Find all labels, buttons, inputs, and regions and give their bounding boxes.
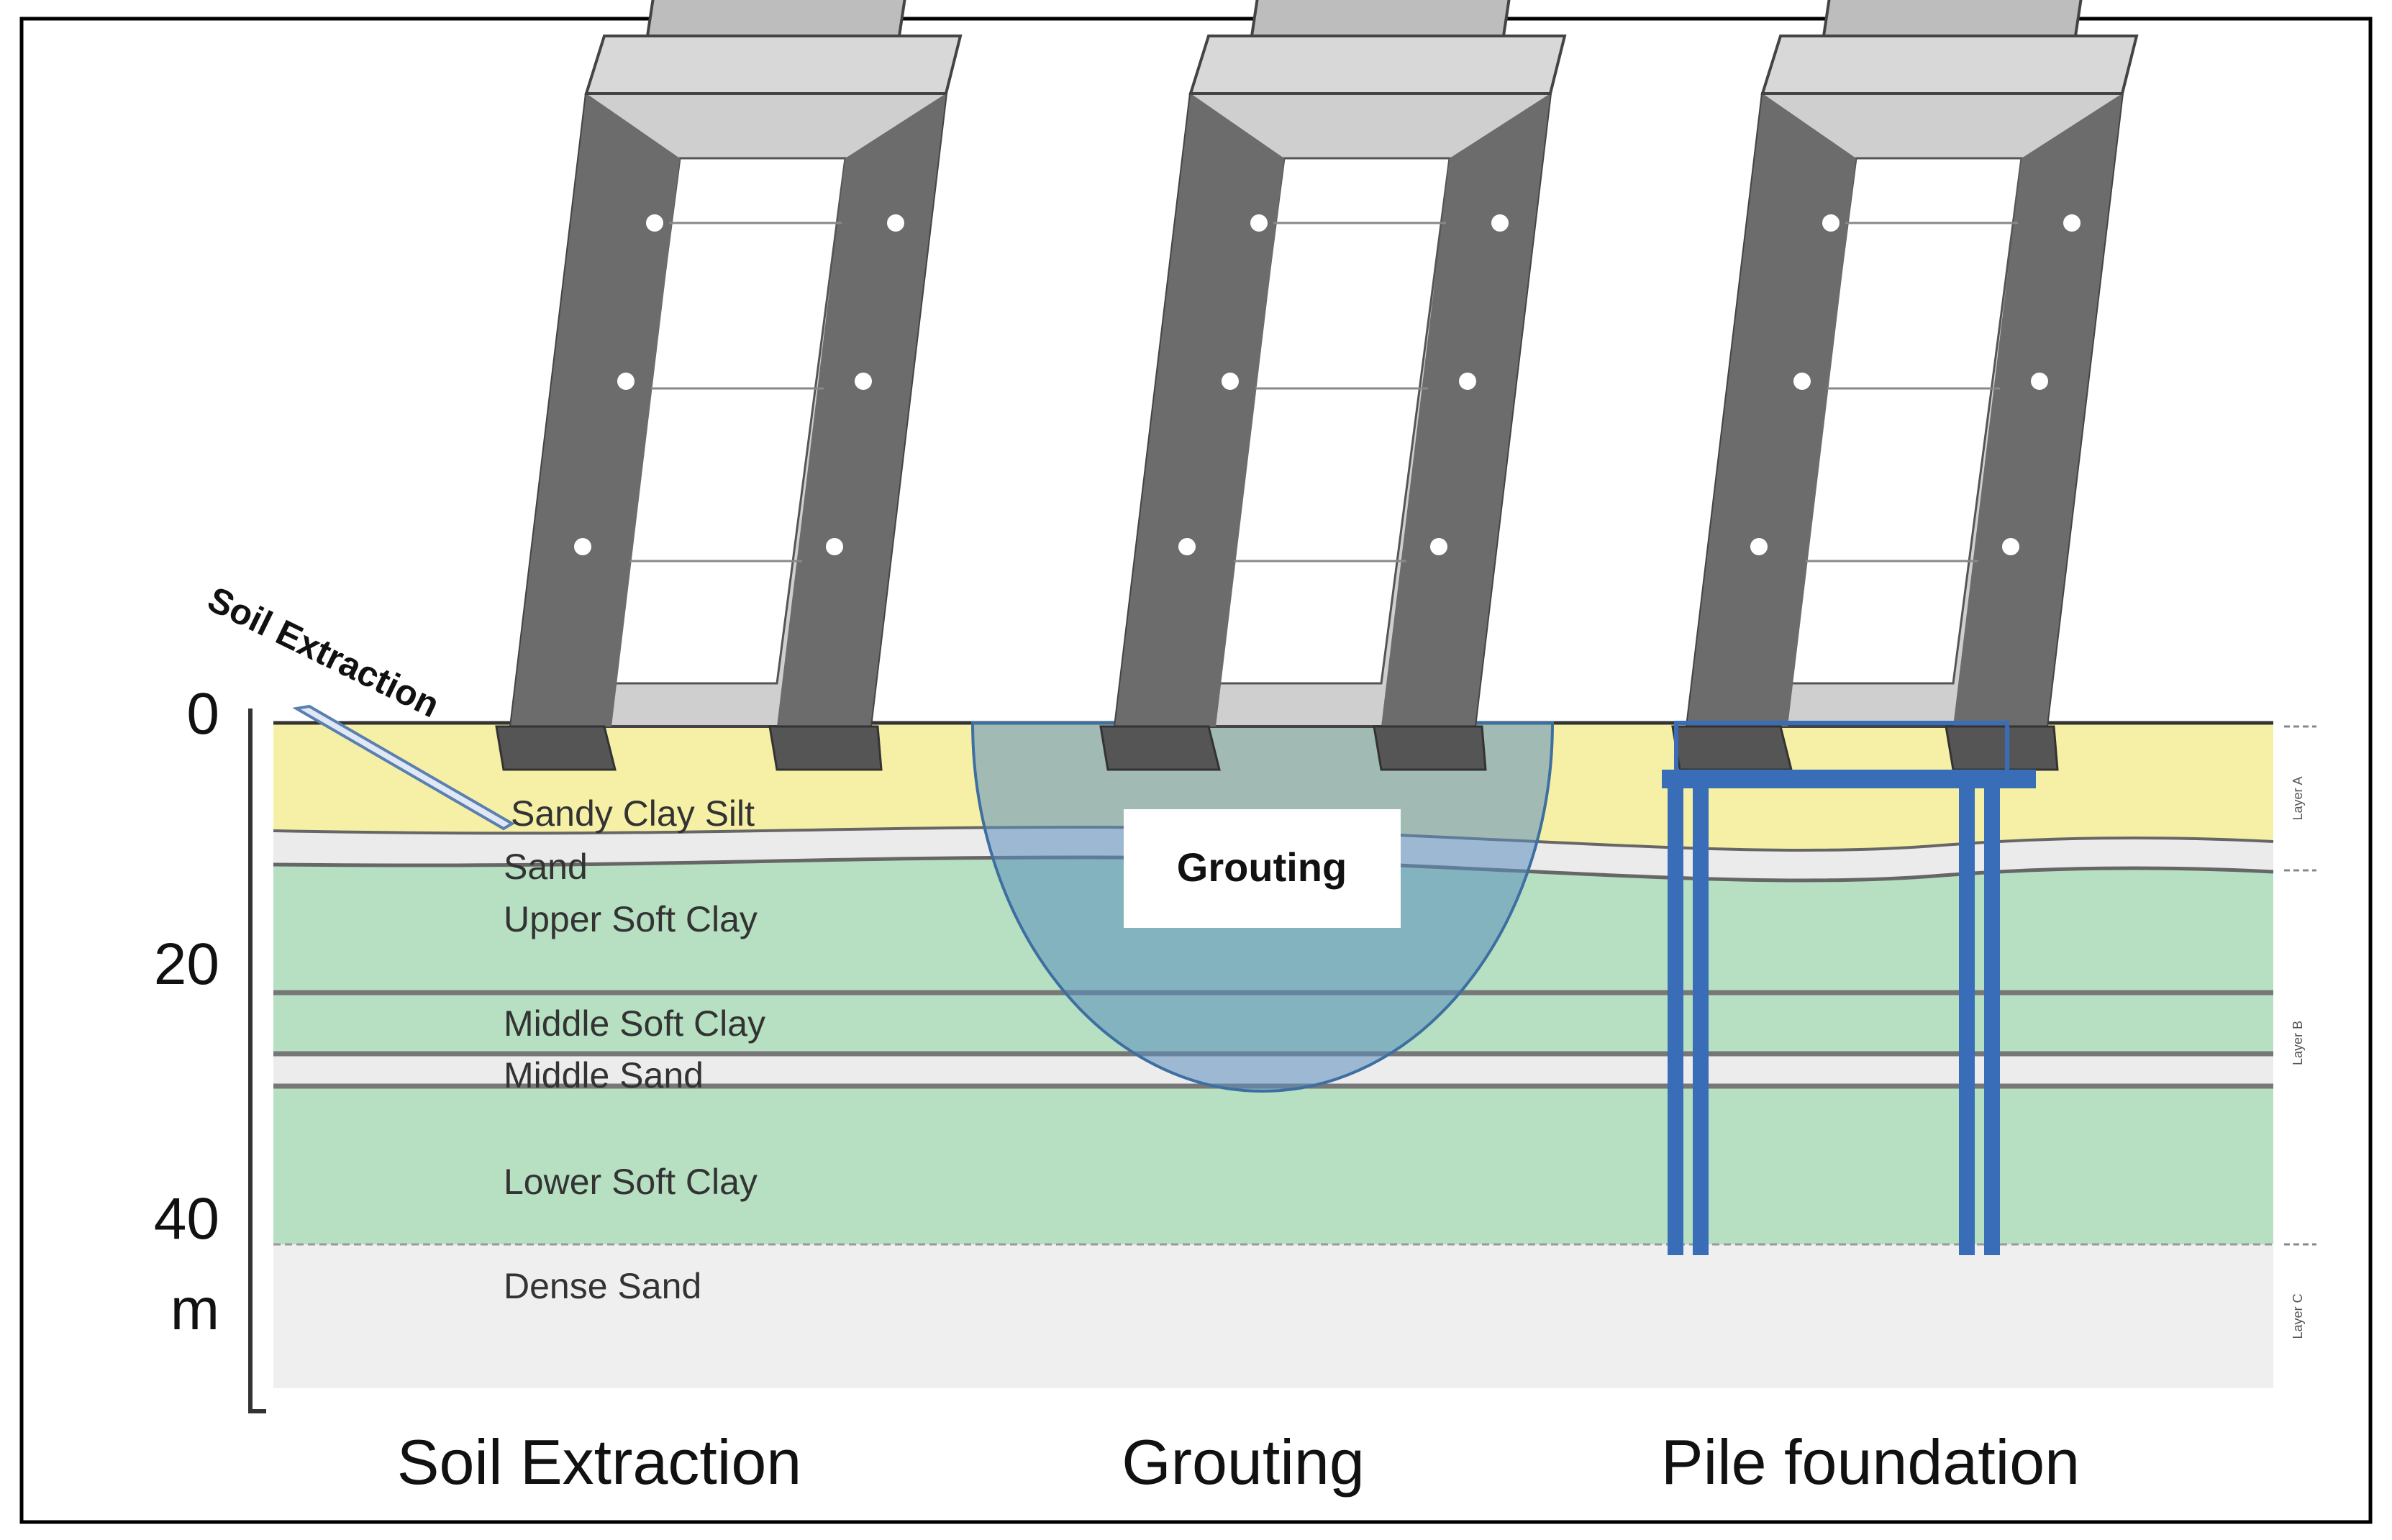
layer-group-label-b: Layer B — [2291, 1021, 2305, 1065]
layer-group-label-a: Layer A — [2291, 776, 2305, 820]
caption-pile-foundation: Pile foundation — [1661, 1426, 2080, 1498]
layer-label-lower-soft-clay: Lower Soft Clay — [504, 1162, 758, 1202]
depth-axis: 0 20 40 m — [154, 681, 266, 1413]
layer-label-sandy-clay-silt: Sandy Clay Silt — [511, 793, 755, 834]
depth-tick-40: 40 — [154, 1186, 219, 1252]
depth-unit: m — [170, 1277, 219, 1342]
layer-band-lower-soft-clay — [273, 1086, 2273, 1244]
caption-grouting: Grouting — [1122, 1426, 1365, 1498]
depth-tick-0: 0 — [186, 681, 219, 747]
layer-band-dense-sand — [273, 1244, 2273, 1388]
grouting-label-box — [1124, 809, 1401, 928]
grouting-label: Grouting — [1177, 844, 1347, 890]
layer-label-sand: Sand — [504, 847, 588, 887]
caption-soil-extraction: Soil Extraction — [397, 1426, 801, 1498]
extraction-pipe — [292, 704, 515, 831]
depth-tick-20: 20 — [154, 931, 219, 997]
layer-label-middle-sand: Middle Sand — [504, 1055, 704, 1095]
layer-label-upper-soft-clay: Upper Soft Clay — [504, 899, 758, 939]
pile-foundation — [1662, 721, 2036, 1255]
layer-label-middle-soft-clay: Middle Soft Clay — [504, 1003, 765, 1044]
layer-group-label-c: Layer C — [2291, 1293, 2305, 1339]
layer-label-dense-sand: Dense Sand — [504, 1266, 701, 1306]
